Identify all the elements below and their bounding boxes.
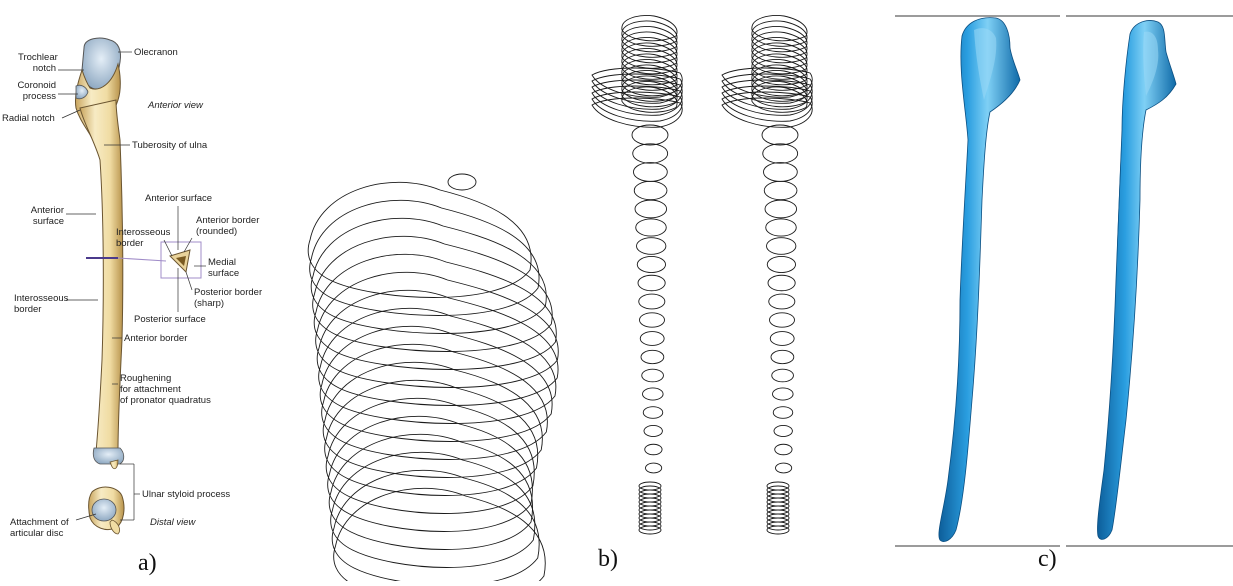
model-left bbox=[939, 18, 1020, 542]
label-tuberosity-of-ulna: Tuberosity of ulna bbox=[132, 140, 207, 151]
label-anterior-view: Anterior view bbox=[148, 100, 203, 111]
leader-post-border bbox=[186, 272, 192, 290]
surface-models bbox=[895, 8, 1233, 555]
label-anterior-border: Anterior border bbox=[124, 333, 187, 344]
proximal-slice-right-1 bbox=[752, 21, 807, 46]
shaft-slice-left-18 bbox=[646, 463, 662, 473]
enlarged-contour-1 bbox=[310, 200, 539, 315]
shaft-slice-right-9 bbox=[769, 294, 795, 309]
shaft-slice-left-15 bbox=[643, 407, 663, 419]
label-medial-surface: Medial surface bbox=[208, 257, 239, 279]
label-posterior-border-sharp: Posterior border (sharp) bbox=[194, 287, 262, 309]
caption-c: c) bbox=[1038, 546, 1057, 573]
shaft-slice-left-14 bbox=[643, 388, 664, 400]
enlarged-contour-4 bbox=[314, 254, 556, 369]
shaft-slice-right-11 bbox=[770, 332, 794, 346]
caption-b: b) bbox=[598, 546, 618, 573]
shaft-slice-right-3 bbox=[764, 181, 797, 199]
enlarged-contour-10 bbox=[323, 362, 542, 477]
shaft-slice-right-4 bbox=[765, 200, 797, 218]
label-distal-view: Distal view bbox=[150, 517, 195, 528]
shaft-slice-right-13 bbox=[772, 369, 794, 382]
enlarged-contour-2 bbox=[311, 218, 546, 333]
shaft-slice-left-9 bbox=[639, 294, 665, 309]
label-anterior-border-rounded: Anterior border (rounded) bbox=[196, 215, 259, 237]
shaft-slice-left-3 bbox=[634, 181, 667, 199]
shaft-slice-right-2 bbox=[764, 163, 798, 182]
leader-ant-border bbox=[184, 238, 192, 252]
shaft-slice-left-10 bbox=[640, 313, 665, 327]
enlarged-contour-3 bbox=[313, 236, 553, 351]
shaft-slice-right-17 bbox=[775, 444, 792, 454]
leader-lines bbox=[58, 52, 206, 520]
shaft-slice-left-13 bbox=[642, 369, 664, 382]
shaft-slice-right-18 bbox=[776, 463, 792, 473]
shaft-slice-left-16 bbox=[644, 425, 662, 436]
shaft-slice-left-4 bbox=[635, 200, 667, 218]
proximal-slice-right-0 bbox=[752, 16, 807, 41]
enlarged-contour-0 bbox=[308, 182, 531, 297]
shaft-slice-left-12 bbox=[641, 350, 664, 363]
enlarged-contour-11 bbox=[325, 380, 538, 495]
ulna-illustration bbox=[58, 38, 206, 534]
shaft-slice-right-1 bbox=[763, 144, 798, 163]
contour-slices bbox=[308, 16, 812, 581]
label-ulnar-styloid-process: Ulnar styloid process bbox=[142, 489, 230, 500]
shaft-slice-right-12 bbox=[771, 350, 794, 363]
enlarged-contour-5 bbox=[316, 272, 559, 387]
shaft-slice-right-8 bbox=[768, 275, 795, 291]
shaft-slice-right-15 bbox=[773, 407, 793, 419]
shaft-slice-left-6 bbox=[637, 238, 666, 255]
shaft-slice-right-10 bbox=[770, 313, 795, 327]
shaft-slice-left-5 bbox=[636, 219, 667, 236]
model-right bbox=[1097, 21, 1176, 540]
shaft-slice-right-6 bbox=[767, 238, 796, 255]
shaft-slice-left-11 bbox=[640, 332, 664, 346]
shaft-slice-left-0 bbox=[632, 125, 668, 145]
label-trochlear-notch: Trochlear notch bbox=[18, 52, 56, 74]
enlarged-contour-15 bbox=[331, 452, 535, 567]
leader-radial bbox=[62, 110, 80, 118]
section-guide bbox=[118, 258, 166, 261]
proximal-slice-left-1 bbox=[622, 21, 677, 46]
distal-view-cartilage bbox=[92, 499, 116, 521]
label-olecranon: Olecranon bbox=[134, 47, 178, 58]
label-posterior-surface: Posterior surface bbox=[134, 314, 206, 325]
shaft-slice-right-5 bbox=[766, 219, 797, 236]
shaft-slice-right-16 bbox=[774, 425, 792, 436]
shaft-slice-right-0 bbox=[762, 125, 798, 145]
label-radial-notch: Radial notch bbox=[2, 113, 55, 124]
enlarged-contour-9 bbox=[322, 344, 548, 459]
enlarged-contour-12 bbox=[326, 398, 534, 513]
label-anterior-surface-inset: Anterior surface bbox=[145, 193, 212, 204]
shaft-slice-left-1 bbox=[633, 144, 668, 163]
enlarged-contour-13 bbox=[328, 416, 533, 531]
styloid bbox=[110, 460, 118, 469]
shaft-slice-left-17 bbox=[645, 444, 662, 454]
ulna-shaft bbox=[80, 100, 123, 452]
label-anterior-surface: Anterior surface bbox=[28, 205, 64, 227]
enlarged-contour-6 bbox=[317, 290, 558, 405]
label-attachment-articular-disc: Attachment of articular disc bbox=[10, 517, 69, 539]
enlarged-contour-7 bbox=[319, 308, 556, 423]
shaft-slice-right-7 bbox=[767, 256, 795, 272]
shaft-slice-right-14 bbox=[773, 388, 794, 400]
caption-a: a) bbox=[138, 550, 157, 577]
shaft-slice-left-8 bbox=[638, 275, 665, 291]
shaft-slice-left-7 bbox=[637, 256, 665, 272]
enlarged-contour-notch bbox=[448, 174, 476, 190]
label-interosseous-border-inset: Interosseous border bbox=[116, 227, 170, 249]
label-coronoid-process: Coronoid process bbox=[8, 80, 56, 102]
label-interosseous-border: Interosseous border bbox=[14, 293, 68, 315]
shaft-slice-left-2 bbox=[634, 163, 668, 182]
proximal-slice-left-0 bbox=[622, 16, 677, 41]
label-roughening: Roughening for attachment of pronator qu… bbox=[120, 373, 211, 406]
distal-head bbox=[93, 448, 124, 464]
